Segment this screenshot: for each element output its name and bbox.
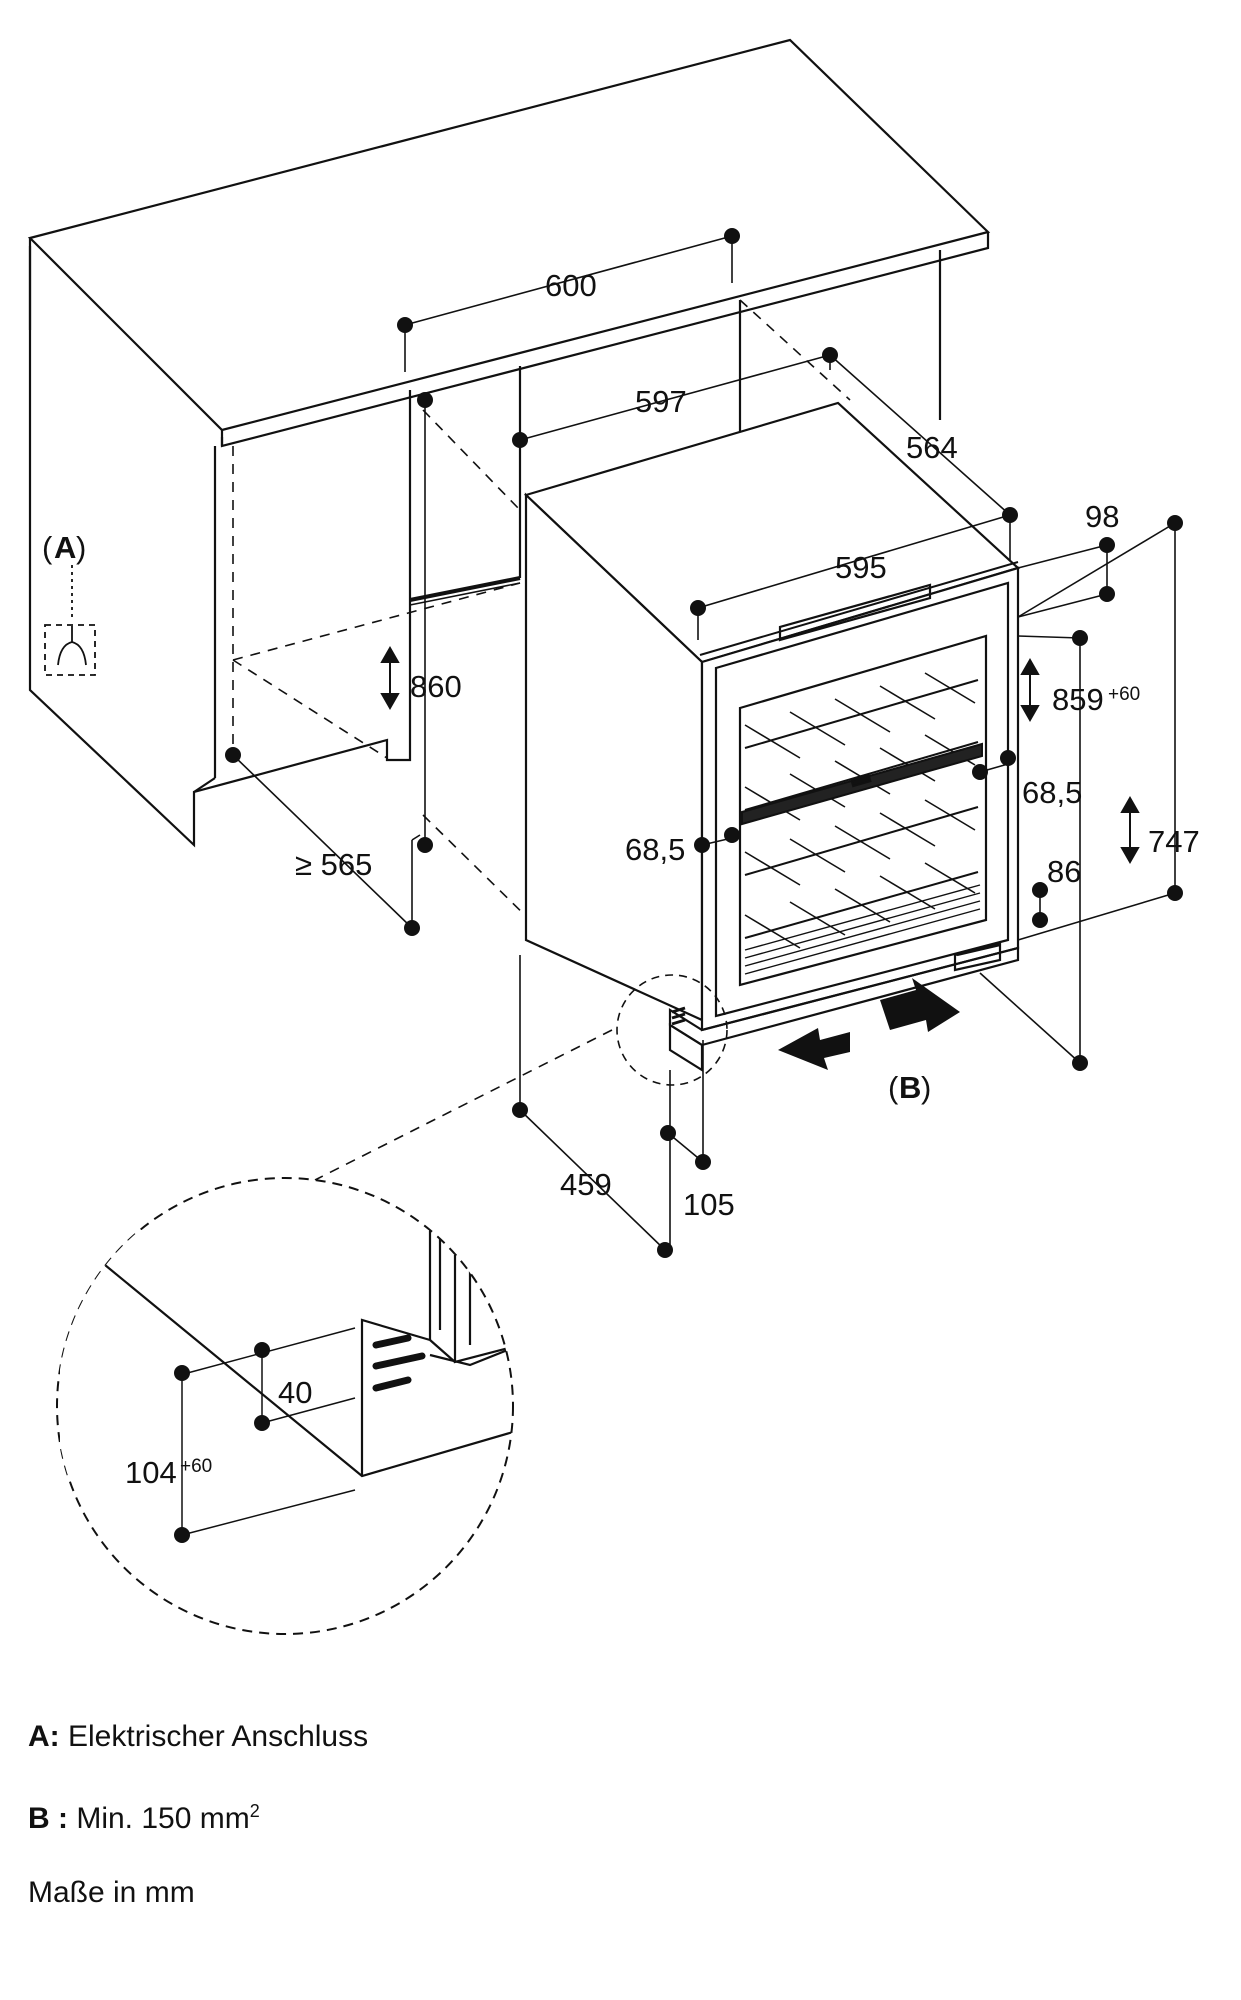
marker-a: ( A )	[42, 530, 86, 565]
legend-a: A: Elektrischer Anschluss	[28, 1718, 368, 1756]
dimension-dots	[225, 228, 1183, 1258]
shelves	[741, 672, 983, 975]
dim-68-5-left: 68,5	[625, 832, 685, 867]
dim-104: 104	[125, 1455, 177, 1490]
dim-859: 859	[1052, 682, 1104, 717]
dim-98: 98	[1085, 499, 1119, 534]
legend: A: Elektrischer Anschluss B : Min. 150 m…	[28, 1718, 368, 1948]
dim-747: 747	[1148, 824, 1200, 859]
dimension-lines	[232, 235, 1176, 1251]
marker-b-open: (	[888, 1070, 899, 1105]
left-side-panel	[28, 246, 412, 848]
wine-cooler	[523, 401, 1021, 1072]
detail-leader-line	[314, 1029, 613, 1181]
dim-860: 860	[410, 669, 462, 704]
dim-564: 564	[906, 430, 958, 465]
dim-600: 600	[545, 268, 597, 303]
dimension-labels: 600 597 564 595 98 860 859 +60 747 68,5 …	[125, 268, 1200, 1490]
dim-86: 86	[1047, 854, 1081, 889]
air-in-arrow	[778, 1028, 850, 1070]
marker-a-letter: A	[54, 530, 76, 565]
electrical-connection-icon	[44, 565, 96, 676]
kitchen-cabinet	[27, 38, 991, 931]
legend-b: B : Min. 150 mm2	[28, 1792, 368, 1838]
marker-b: ( B )	[888, 1070, 931, 1105]
units-note: Maße in mm	[28, 1876, 195, 1909]
airflow-arrows	[778, 978, 960, 1070]
marker-b-letter: B	[899, 1070, 921, 1105]
legend-b-key: B :	[28, 1802, 68, 1835]
marker-a-open: (	[42, 530, 53, 565]
detail-marker-circle	[616, 974, 728, 1086]
marker-b-close: )	[921, 1070, 931, 1105]
dim-859-tolerance: +60	[1108, 684, 1140, 705]
dim-arrows	[380, 645, 1140, 865]
dim-105: 105	[683, 1187, 735, 1222]
air-out-arrow	[880, 978, 960, 1032]
dim-68-5-right: 68,5	[1022, 775, 1082, 810]
dim-595: 595	[835, 550, 887, 585]
dim-597: 597	[635, 384, 687, 419]
dim-40: 40	[278, 1375, 312, 1410]
dim-459: 459	[560, 1167, 612, 1202]
legend-a-text: Elektrischer Anschluss	[68, 1720, 369, 1753]
installation-diagram: 600 597 564 595 98 860 859 +60 747 68,5 …	[27, 38, 1200, 1635]
marker-a-close: )	[76, 530, 86, 565]
legend-a-key: A:	[28, 1720, 60, 1753]
detail-view	[56, 1177, 514, 1635]
dim-104-tolerance: +60	[180, 1456, 212, 1477]
legend-b-sup: 2	[249, 1801, 260, 1821]
legend-b-text: Min. 150 mm	[76, 1802, 250, 1835]
legend-units: Maße in mm	[28, 1874, 368, 1912]
dim-min-565: ≥ 565	[295, 847, 372, 882]
